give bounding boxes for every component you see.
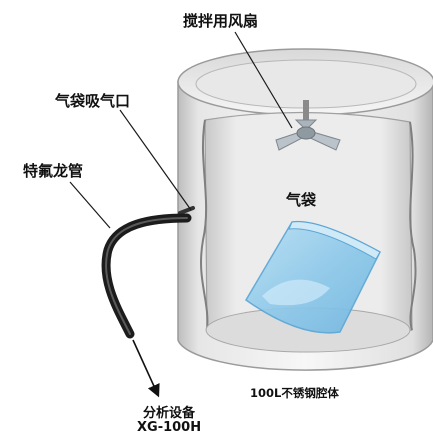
gas-bag-highlight <box>262 279 330 306</box>
tube-label: 特氟龙管 <box>23 162 84 180</box>
leader-lines <box>69 31 293 398</box>
fan-label: 搅拌用风扇 <box>183 12 259 30</box>
fan-blade-back <box>294 119 318 131</box>
inlet-label: 气袋吸气口 <box>55 92 131 110</box>
chamber-label: 100L不锈钢腔体 <box>250 386 339 400</box>
device-model: XG-100H <box>137 420 202 436</box>
inlet-leader <box>119 109 192 211</box>
tube-body-highlight <box>105 217 188 335</box>
bag-label: 气袋 <box>286 191 317 209</box>
device-arrow <box>132 339 160 398</box>
cavity-edge-right <box>409 121 417 331</box>
gas-bag-seal <box>288 221 381 260</box>
gas-bag <box>245 220 381 334</box>
fan-shaft <box>303 100 309 126</box>
device-name: 分析设备 <box>143 406 196 421</box>
device-label: 分析设备 XG-100H <box>137 406 202 436</box>
fan-leader <box>234 31 293 129</box>
tube-leader <box>69 181 111 229</box>
fan-hub <box>296 126 316 140</box>
stirring-fan <box>275 100 341 151</box>
cavity-edge-left <box>200 119 209 331</box>
